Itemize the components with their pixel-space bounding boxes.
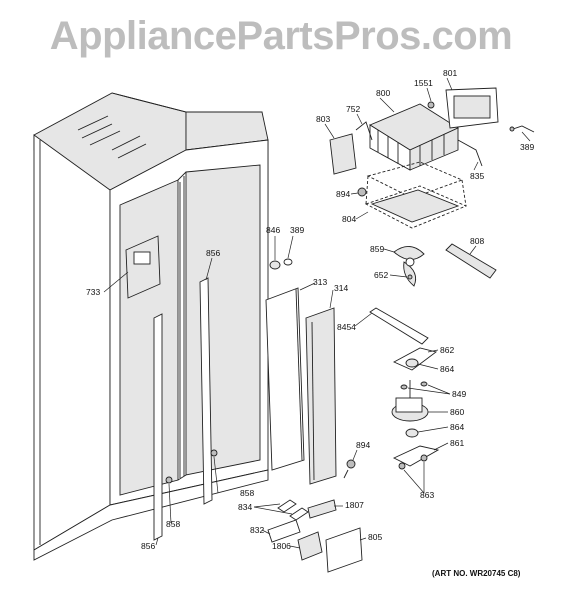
- part-1806-trim[interactable]: [297, 531, 323, 561]
- label-862: 862: [440, 345, 454, 355]
- part-846-fitting[interactable]: [269, 260, 281, 270]
- label-858-right: 858: [240, 488, 254, 498]
- part-862-bracket[interactable]: [392, 347, 438, 371]
- label-861: 861: [450, 438, 464, 448]
- label-849: 849: [452, 389, 466, 399]
- part-860-fan-motor[interactable]: [391, 380, 429, 422]
- label-8454: 8454: [337, 322, 356, 332]
- part-313-panel[interactable]: [265, 287, 305, 471]
- label-733: 733: [86, 287, 100, 297]
- art-number: (ART NO. WR20745 C8): [432, 569, 521, 578]
- part-1551-screw[interactable]: [427, 101, 435, 109]
- part-389-clip-a[interactable]: [283, 258, 293, 266]
- part-389-clip-b[interactable]: [509, 125, 535, 133]
- part-800-evaporator[interactable]: [369, 103, 459, 171]
- part-752-bracket[interactable]: [355, 121, 373, 141]
- label-894-bottom: 894: [356, 440, 370, 450]
- label-805: 805: [368, 532, 382, 542]
- part-864-grommet-b[interactable]: [405, 428, 419, 438]
- part-805-panel[interactable]: [325, 527, 363, 573]
- label-652: 652: [374, 270, 388, 280]
- part-804-drain-pan[interactable]: [364, 161, 468, 229]
- refrigerator-cabinet: [33, 92, 269, 561]
- label-389-mid: 389: [290, 225, 304, 235]
- label-894-top: 894: [336, 189, 350, 199]
- part-labels: 800 1551 801 803 752 389 835 894 804 846…: [86, 68, 534, 551]
- watermark-title: AppliancePartsPros.com: [49, 14, 513, 58]
- part-1807-trim[interactable]: [307, 499, 337, 519]
- label-389-top: 389: [520, 142, 534, 152]
- leader-lines: [103, 77, 531, 549]
- part-856-strip-lower[interactable]: [153, 313, 163, 541]
- label-804: 804: [342, 214, 356, 224]
- part-856-strip-upper[interactable]: [199, 277, 213, 505]
- label-1551: 1551: [414, 78, 433, 88]
- label-832: 832: [250, 525, 264, 535]
- label-864-b: 864: [450, 422, 464, 432]
- part-8454-rod[interactable]: [369, 307, 429, 345]
- part-835-wire[interactable]: [457, 139, 483, 167]
- label-808: 808: [470, 236, 484, 246]
- label-856-upper: 856: [206, 248, 220, 258]
- part-864-grommet-a[interactable]: [405, 358, 419, 368]
- part-801-heater-cover[interactable]: [445, 87, 499, 129]
- part-834-clips[interactable]: [277, 499, 309, 521]
- label-801: 801: [443, 68, 457, 78]
- part-861-bracket[interactable]: [392, 445, 440, 467]
- part-832-bracket[interactable]: [267, 519, 301, 543]
- label-800: 800: [376, 88, 390, 98]
- label-863: 863: [420, 490, 434, 500]
- part-858-screw-b[interactable]: [210, 449, 218, 457]
- label-835: 835: [470, 171, 484, 181]
- label-856-lower: 856: [141, 541, 155, 551]
- part-863-screws[interactable]: [398, 454, 428, 470]
- label-314: 314: [334, 283, 348, 293]
- part-808-channel[interactable]: [445, 243, 497, 279]
- part-894-screw-a[interactable]: [357, 187, 367, 197]
- part-733-control-bracket[interactable]: [125, 235, 161, 299]
- part-859-fan-blade[interactable]: [393, 246, 425, 287]
- label-858-left: 858: [166, 519, 180, 529]
- label-860: 860: [450, 407, 464, 417]
- label-752: 752: [346, 104, 360, 114]
- label-313: 313: [313, 277, 327, 287]
- part-652-nut[interactable]: [407, 274, 413, 280]
- part-314-panel[interactable]: [305, 307, 337, 485]
- part-803-cover[interactable]: [329, 133, 357, 175]
- label-846: 846: [266, 225, 280, 235]
- label-1807: 1807: [345, 500, 364, 510]
- label-834: 834: [238, 502, 252, 512]
- label-859: 859: [370, 244, 384, 254]
- label-864-a: 864: [440, 364, 454, 374]
- label-1806: 1806: [272, 541, 291, 551]
- part-858-screw-a[interactable]: [165, 476, 173, 484]
- label-803: 803: [316, 114, 330, 124]
- part-894-screw-b[interactable]: [343, 459, 356, 479]
- part-849-grommets[interactable]: [400, 381, 428, 390]
